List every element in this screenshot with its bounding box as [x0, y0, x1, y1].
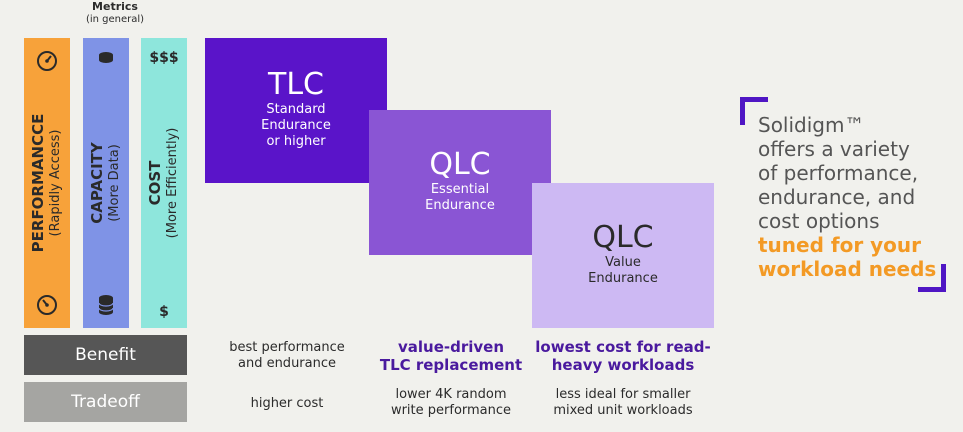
callout-highlight: workload needs [758, 257, 937, 281]
box-line: Endurance [588, 271, 658, 286]
dollar-single-icon: $ [159, 304, 169, 320]
qlc-essential-box: QLC Essential Endurance [369, 110, 551, 255]
box-line: Endurance [261, 118, 331, 133]
metrics-subtitle: (in general) [85, 14, 145, 25]
box-line: Endurance [425, 198, 495, 213]
benefit-cell-qlc-essential: value-driven TLC replacement [379, 338, 523, 374]
tlc-standard-box: TLC Standard Endurance or higher [205, 38, 387, 183]
callout-highlight: tuned for your [758, 233, 922, 257]
box-title: TLC [268, 67, 324, 102]
capacity-label: CAPACITY (More Data) [88, 142, 122, 224]
metrics-title: Metrics [92, 0, 138, 13]
cost-column: $$$ COST (More Efficiently) $ [141, 38, 187, 328]
box-title: QLC [429, 147, 491, 182]
metrics-header: Metrics (in general) [60, 0, 170, 26]
callout-bracket-bottom [918, 264, 946, 292]
tradeoff-cell-qlc-essential: lower 4K random write performance [390, 387, 512, 418]
performance-column: PERFORMANCCE (Rapidly Access) [24, 38, 70, 328]
tradeoff-cell-qlc-value: less ideal for smaller mixed unit worklo… [553, 387, 693, 418]
benefit-row-label: Benefit [24, 335, 187, 375]
capacity-column: CAPACITY (More Data) [83, 38, 129, 328]
callout-bracket-top [740, 97, 768, 125]
box-title: QLC [592, 220, 654, 255]
database-small-icon [83, 50, 129, 70]
performance-label: PERFORMANCCE (Rapidly Access) [29, 113, 63, 253]
box-line: Essential [430, 182, 490, 197]
benefit-cell-qlc-value: lowest cost for read- heavy workloads [535, 338, 711, 374]
dollar-triple-icon: $$$ [149, 50, 179, 66]
tradeoff-row-label: Tradeoff [24, 382, 187, 422]
box-line: Value [605, 255, 641, 270]
speedometer-icon [24, 50, 70, 76]
box-line: Standard [266, 102, 326, 117]
database-large-icon [83, 294, 129, 320]
callout-text: Solidigm™ offers a variety of performanc… [758, 113, 948, 281]
tradeoff-cell-tlc: higher cost [250, 396, 324, 411]
cost-label: COST (More Efficiently) [146, 127, 180, 239]
benefit-cell-tlc: best performance and endurance [229, 340, 345, 371]
qlc-value-box: QLC Value Endurance [532, 183, 714, 328]
box-line: or higher [266, 134, 326, 149]
speedometer-icon [24, 294, 70, 320]
